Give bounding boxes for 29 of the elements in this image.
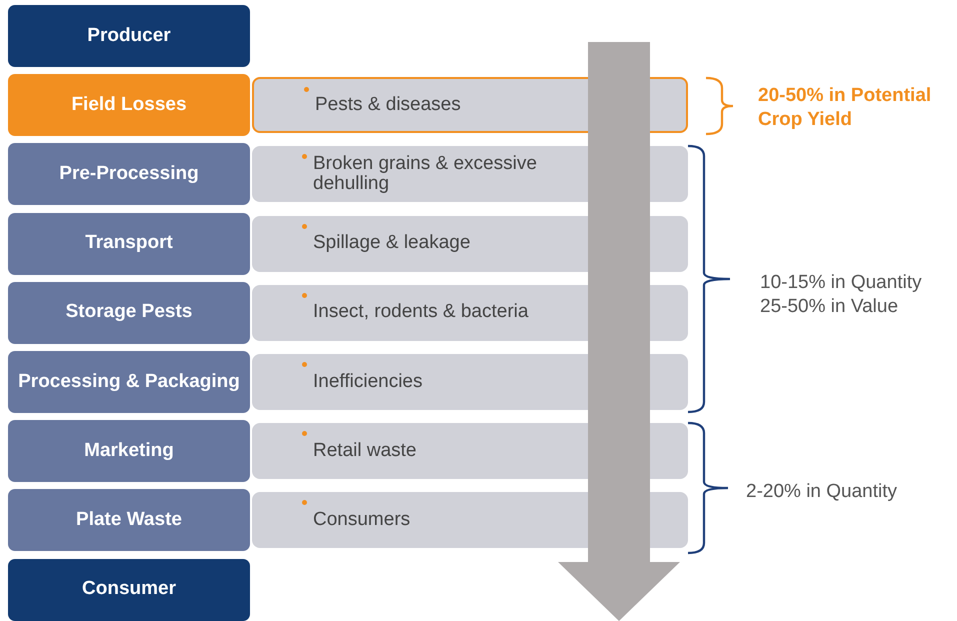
loss-cause: Pests & diseases: [315, 94, 462, 116]
stage-label: Transport: [85, 233, 173, 254]
stage-label: Pre-Processing: [59, 164, 199, 185]
stage-box: [8, 212, 250, 275]
stage-label: Storage Pests: [66, 302, 192, 324]
stage-box: [8, 558, 250, 621]
stage-box: [8, 74, 250, 136]
loss-cause: Consumers: [313, 510, 412, 531]
stage-label: Plate Waste: [76, 510, 182, 531]
loss-cause: Spillage & leakage: [313, 233, 472, 254]
stage-box: [8, 489, 250, 552]
stage-label: Processing & Packaging: [18, 372, 240, 392]
loss-percentage: 10-15% in Quantity: [760, 271, 922, 295]
stage-box: [8, 351, 250, 413]
loss-cause: Inefficiencies: [313, 372, 424, 392]
stage-box: [8, 5, 250, 67]
stage-label: Producer: [87, 26, 171, 46]
loss-percentage: 20-50% in Potential Crop Yield: [758, 84, 932, 132]
stage-box: [8, 282, 250, 344]
stage-box: [8, 143, 250, 206]
loss-percentage: 25-50% in Value: [760, 295, 898, 319]
loss-cause: Insect, rodents & bacteria: [313, 302, 530, 324]
stage-label: Field Losses: [71, 94, 187, 116]
loss-cause: Broken grains & excessive dehulling: [313, 154, 538, 196]
stage-box: [8, 420, 250, 482]
loss-percentage: 2-20% in Quantity: [746, 480, 898, 504]
stage-label: Consumer: [82, 579, 176, 600]
stage-label: Marketing: [84, 440, 174, 462]
loss-cause: Retail waste: [313, 440, 418, 462]
